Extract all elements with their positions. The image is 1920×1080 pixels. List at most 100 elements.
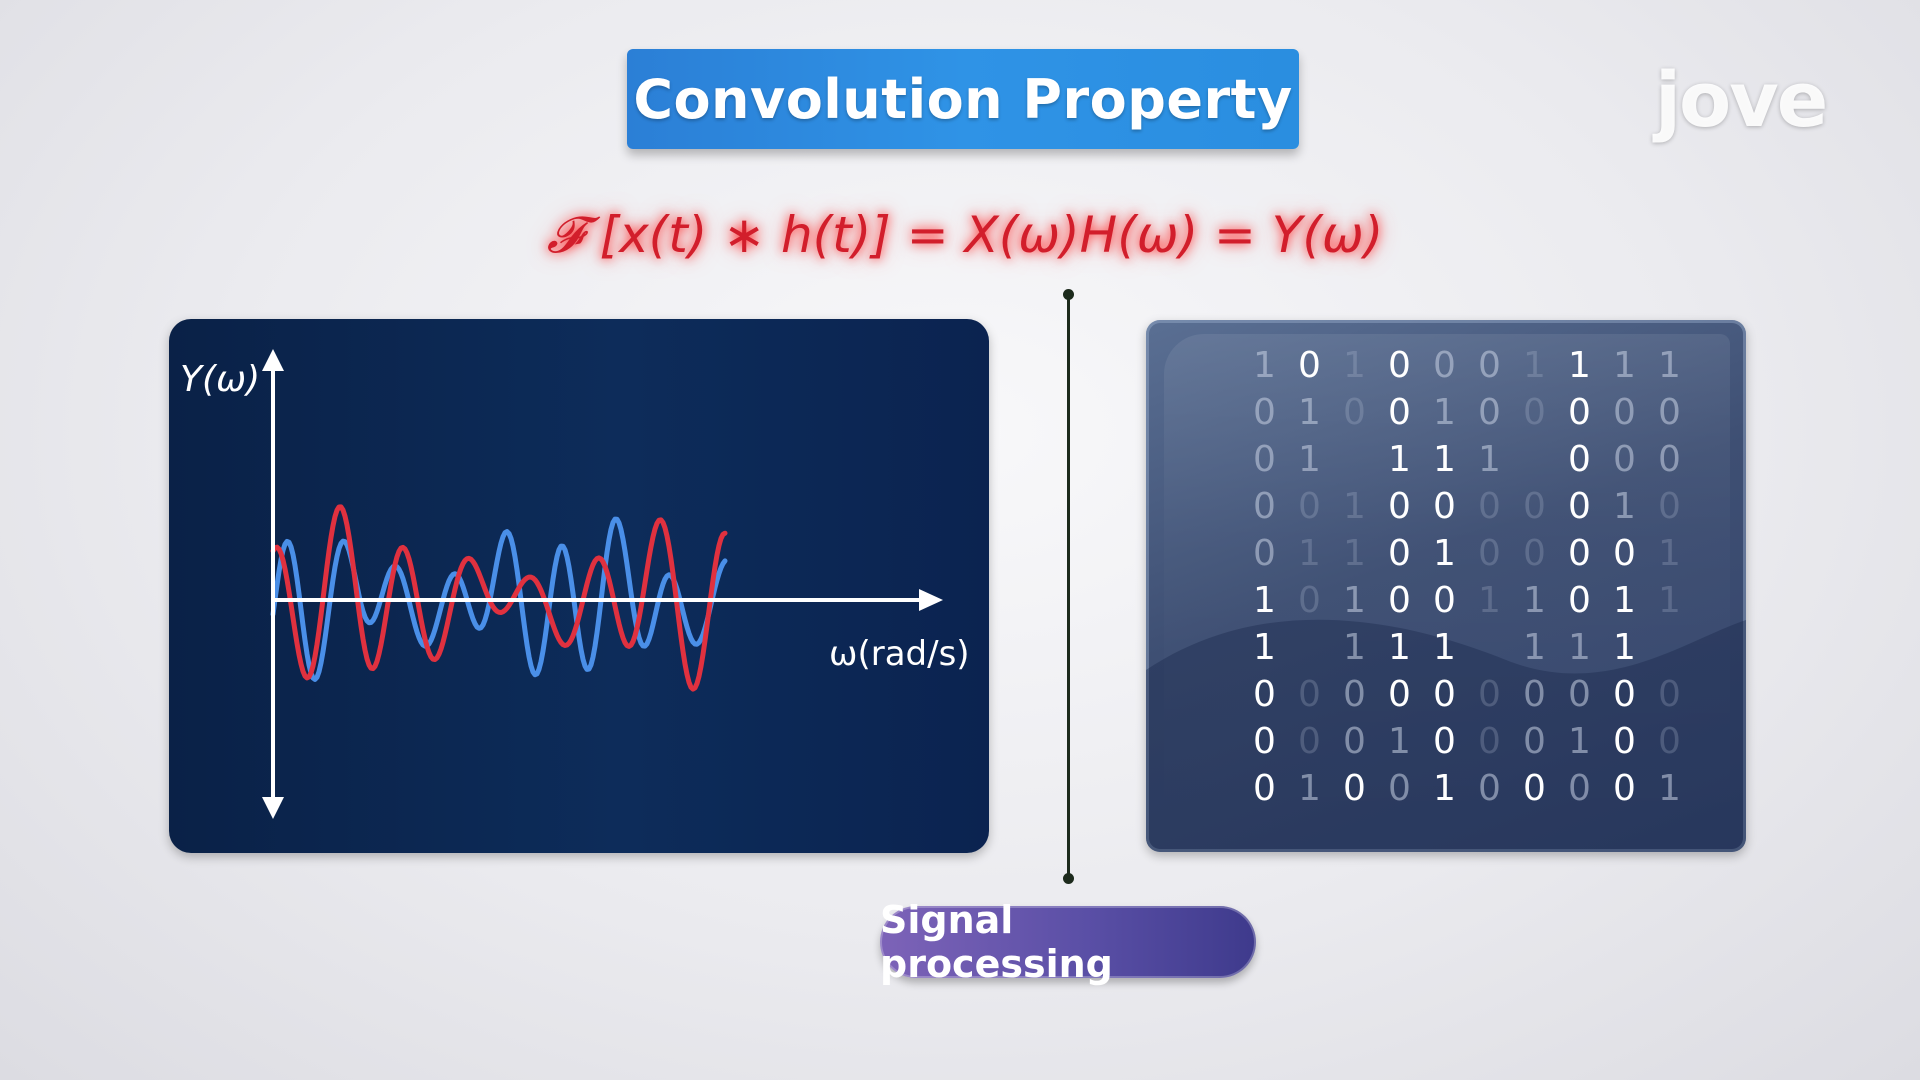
- y-axis-bottom-arrow: [262, 797, 284, 819]
- binary-digit: 1: [1298, 439, 1321, 480]
- binary-digit: 1: [1298, 768, 1321, 809]
- binary-digit: [1647, 624, 1692, 671]
- binary-digit: 0: [1298, 674, 1321, 715]
- binary-digit: 1: [1568, 627, 1591, 668]
- binary-digit: 0: [1343, 768, 1366, 809]
- binary-digit: 0: [1568, 439, 1591, 480]
- frequency-plot-panel: Y(ω) ω(rad/s): [169, 319, 989, 853]
- binary-digit: 0: [1388, 345, 1411, 386]
- y-axis-top-arrow: [262, 349, 284, 371]
- binary-digit: 1: [1298, 392, 1321, 433]
- binary-digit: 1: [1298, 533, 1321, 574]
- binary-digit: 0: [1343, 392, 1366, 433]
- binary-digit: 0: [1388, 486, 1411, 527]
- binary-digit: 1: [1658, 533, 1681, 574]
- binary-digit: 0: [1658, 392, 1681, 433]
- binary-digit: 0: [1658, 439, 1681, 480]
- binary-digit: 0: [1388, 768, 1411, 809]
- binary-digit: 0: [1523, 674, 1546, 715]
- x-axis-arrow: [919, 589, 943, 611]
- binary-digit: 1: [1523, 627, 1546, 668]
- binary-panel-glass: [1164, 334, 1730, 840]
- binary-digit: 0: [1478, 768, 1501, 809]
- binary-digit: 0: [1613, 674, 1636, 715]
- binary-digit: 1: [1433, 533, 1456, 574]
- binary-digit: 0: [1253, 768, 1276, 809]
- binary-digit: 1: [1343, 345, 1366, 386]
- binary-digit: 1: [1613, 345, 1636, 386]
- title-text: Convolution Property: [633, 67, 1293, 131]
- binary-digit: 0: [1343, 674, 1366, 715]
- binary-digit: 0: [1568, 486, 1591, 527]
- binary-digit: 0: [1298, 721, 1321, 762]
- binary-digit: 1: [1478, 439, 1501, 480]
- binary-digit: 0: [1298, 345, 1321, 386]
- binary-digit: 0: [1253, 392, 1276, 433]
- binary-digit: 0: [1253, 439, 1276, 480]
- binary-digit: 1: [1388, 721, 1411, 762]
- binary-digit: 0: [1298, 486, 1321, 527]
- binary-digit: 0: [1433, 580, 1456, 621]
- binary-digit: [1287, 624, 1332, 671]
- binary-digit: 1: [1613, 486, 1636, 527]
- binary-digit: 1: [1568, 721, 1591, 762]
- binary-digit: 0: [1298, 580, 1321, 621]
- binary-digit: 0: [1343, 721, 1366, 762]
- signal-processing-button[interactable]: Signal processing: [880, 898, 1256, 986]
- binary-digit: 0: [1253, 486, 1276, 527]
- binary-digit: 0: [1568, 768, 1591, 809]
- binary-digit: 1: [1253, 627, 1276, 668]
- binary-digit: 1: [1658, 580, 1681, 621]
- binary-digit: 0: [1478, 721, 1501, 762]
- binary-digit: 0: [1253, 533, 1276, 574]
- jove-logo: jove: [1655, 55, 1828, 144]
- binary-digit: 0: [1433, 345, 1456, 386]
- binary-digit: 0: [1478, 486, 1501, 527]
- x-axis-label: ω(rad/s): [829, 634, 970, 674]
- binary-digit: 0: [1388, 580, 1411, 621]
- binary-digit: 0: [1523, 768, 1546, 809]
- binary-digit: 1: [1568, 345, 1591, 386]
- binary-digit: 0: [1523, 721, 1546, 762]
- binary-digit: 0: [1433, 674, 1456, 715]
- binary-digit: 0: [1478, 533, 1501, 574]
- binary-digit: 1: [1523, 580, 1546, 621]
- binary-digit: 0: [1568, 533, 1591, 574]
- binary-digit: 1: [1388, 627, 1411, 668]
- binary-digit: 0: [1613, 721, 1636, 762]
- binary-digit: 1: [1343, 486, 1366, 527]
- binary-digit: 0: [1568, 392, 1591, 433]
- y-axis-label: Y(ω): [180, 359, 260, 400]
- binary-digit: 1: [1658, 345, 1681, 386]
- binary-digit: [1467, 624, 1512, 671]
- binary-digit: 0: [1388, 674, 1411, 715]
- binary-digit: 1: [1523, 345, 1546, 386]
- divider-top-dot: [1063, 289, 1074, 300]
- divider-line: [1067, 294, 1070, 878]
- binary-digit: 1: [1658, 768, 1681, 809]
- binary-digit: 0: [1568, 674, 1591, 715]
- binary-digit: 0: [1253, 674, 1276, 715]
- binary-digit: 1: [1613, 580, 1636, 621]
- binary-panel-wave-shape: [1146, 619, 1746, 852]
- binary-digit: 0: [1478, 392, 1501, 433]
- binary-digit: 1: [1433, 439, 1456, 480]
- binary-digit: 1: [1433, 392, 1456, 433]
- binary-digit: 0: [1388, 392, 1411, 433]
- binary-digit: 0: [1613, 533, 1636, 574]
- binary-digit: 1: [1388, 439, 1411, 480]
- binary-digit: 0: [1253, 721, 1276, 762]
- binary-digit: 1: [1433, 768, 1456, 809]
- binary-digit: 0: [1613, 439, 1636, 480]
- binary-digit: 0: [1433, 486, 1456, 527]
- binary-digit: 1: [1613, 627, 1636, 668]
- red-signal-wave: [270, 504, 728, 692]
- binary-digit: 0: [1523, 392, 1546, 433]
- binary-digit: 1: [1253, 580, 1276, 621]
- binary-digit: 0: [1478, 674, 1501, 715]
- binary-digit: 0: [1433, 721, 1456, 762]
- binary-digit: 0: [1388, 533, 1411, 574]
- binary-digit: 1: [1253, 345, 1276, 386]
- binary-digit: 0: [1613, 392, 1636, 433]
